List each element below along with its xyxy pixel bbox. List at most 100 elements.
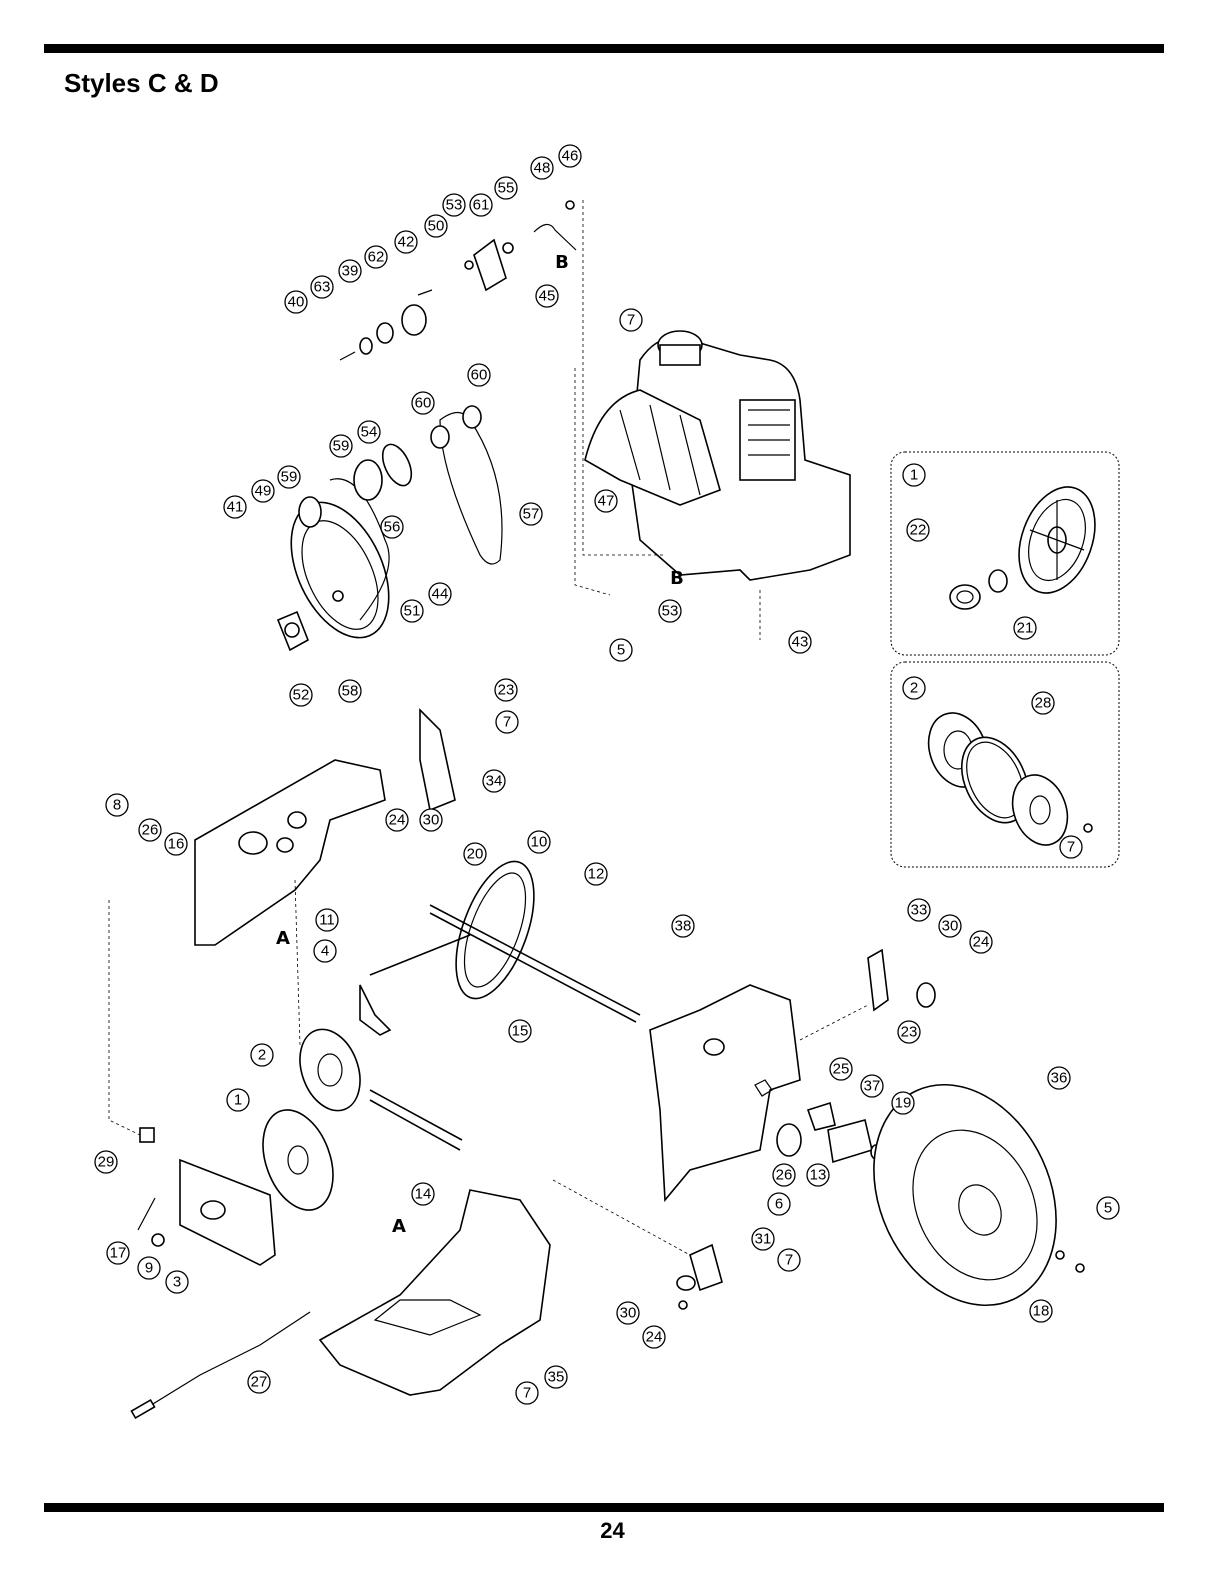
callout-44: 44 xyxy=(429,583,451,605)
callout-label: 7 xyxy=(1067,839,1075,856)
callout-2: 2 xyxy=(903,677,925,699)
callout-27: 27 xyxy=(248,1371,270,1393)
callout-37: 37 xyxy=(861,1075,883,1097)
callout-34: 34 xyxy=(483,770,505,792)
callout-label: 27 xyxy=(251,1374,268,1391)
callout-label: 48 xyxy=(534,160,551,177)
callout-label: 24 xyxy=(389,812,406,829)
callout-label: 3 xyxy=(173,1274,181,1291)
callout-label: 14 xyxy=(415,1186,432,1203)
callout-30: 30 xyxy=(939,915,961,937)
callout-3: 3 xyxy=(166,1271,188,1293)
callout-label: 55 xyxy=(498,180,515,197)
callout-24: 24 xyxy=(643,1326,665,1348)
callout-17: 17 xyxy=(107,1242,129,1264)
callout-label: 9 xyxy=(145,1260,153,1277)
callout-label: 39 xyxy=(342,263,359,280)
callout-52: 52 xyxy=(290,684,312,706)
callout-14: 14 xyxy=(412,1183,434,1205)
callout-label: 31 xyxy=(755,1231,772,1248)
callout-label: 30 xyxy=(423,812,440,829)
callout-51: 51 xyxy=(401,600,423,622)
callout-54: 54 xyxy=(358,421,380,443)
callout-label: 29 xyxy=(98,1154,115,1171)
callout-label: 49 xyxy=(255,483,272,500)
callout-18: 18 xyxy=(1030,1300,1052,1322)
callout-22: 22 xyxy=(907,519,929,541)
callout-49: 49 xyxy=(252,480,274,502)
callout-4: 4 xyxy=(314,940,336,962)
callout-60: 60 xyxy=(468,364,490,386)
callout-label: 59 xyxy=(333,438,350,455)
callout-label: 1 xyxy=(910,467,918,484)
callout-61: 61 xyxy=(470,194,492,216)
callout-2: 2 xyxy=(251,1044,273,1066)
callout-50: 50 xyxy=(425,215,447,237)
callout-23: 23 xyxy=(495,679,517,701)
callout-15: 15 xyxy=(509,1020,531,1042)
callout-label: 61 xyxy=(473,197,490,214)
callout-label: 11 xyxy=(319,912,335,929)
callout-36: 36 xyxy=(1048,1067,1070,1089)
callout-16: 16 xyxy=(165,833,187,855)
callout-label: 12 xyxy=(588,866,605,883)
callout-9: 9 xyxy=(138,1257,160,1279)
callout-label: 50 xyxy=(428,218,445,235)
callout-13: 13 xyxy=(807,1164,829,1186)
callout-59: 59 xyxy=(330,435,352,457)
callout-7: 7 xyxy=(1060,836,1082,858)
callout-label: 40 xyxy=(288,294,305,311)
callout-label: 63 xyxy=(314,279,331,296)
callout-label: 7 xyxy=(523,1385,531,1402)
callout-label: 23 xyxy=(901,1024,918,1041)
callout-28: 28 xyxy=(1032,692,1054,714)
callout-21: 21 xyxy=(1014,617,1036,639)
callout-30: 30 xyxy=(617,1302,639,1324)
callout-29: 29 xyxy=(95,1151,117,1173)
callout-label: 5 xyxy=(1104,1200,1112,1217)
callout-label: 58 xyxy=(342,683,359,700)
callout-40: 40 xyxy=(285,291,307,313)
lower-bracket xyxy=(677,1245,722,1309)
callout-label: 44 xyxy=(432,586,449,603)
callout-7: 7 xyxy=(496,711,518,733)
callout-label: 47 xyxy=(598,493,615,510)
callout-62: 62 xyxy=(365,246,387,268)
callout-19: 19 xyxy=(892,1092,914,1114)
callout-label: 24 xyxy=(973,934,990,951)
callout-31: 31 xyxy=(752,1228,774,1250)
callout-24: 24 xyxy=(970,931,992,953)
callout-label: 8 xyxy=(113,797,121,814)
callout-label: 30 xyxy=(620,1305,637,1322)
callout-label: 43 xyxy=(792,634,809,651)
callout-58: 58 xyxy=(339,680,361,702)
callout-26: 26 xyxy=(139,819,161,841)
callout-label: 53 xyxy=(446,197,463,214)
wheel xyxy=(839,1055,1090,1335)
ref-letter-a-housing: A xyxy=(392,1216,406,1237)
idler-assembly xyxy=(340,201,576,360)
callout-35: 35 xyxy=(545,1366,567,1388)
callout-20: 20 xyxy=(464,843,486,865)
callout-47: 47 xyxy=(595,490,617,512)
callout-6: 6 xyxy=(768,1193,790,1215)
callout-24: 24 xyxy=(386,809,408,831)
callout-label: 42 xyxy=(398,234,415,251)
callout-label: 23 xyxy=(498,682,515,699)
callout-label: 60 xyxy=(471,367,488,384)
engine xyxy=(585,331,850,580)
callout-label: 46 xyxy=(562,148,579,165)
callout-label: 33 xyxy=(911,902,928,919)
callout-label: 35 xyxy=(548,1369,565,1386)
callout-label: 20 xyxy=(467,846,484,863)
callout-10: 10 xyxy=(528,831,550,853)
callout-label: 26 xyxy=(142,822,159,839)
ref-letter-b-top: B xyxy=(555,252,569,273)
callout-48: 48 xyxy=(531,157,553,179)
callout-label: 26 xyxy=(776,1167,793,1184)
callout-1: 1 xyxy=(227,1089,249,1111)
callout-57: 57 xyxy=(520,503,542,525)
callout-45: 45 xyxy=(536,285,558,307)
callout-label: 25 xyxy=(833,1061,850,1078)
callout-label: 19 xyxy=(895,1095,912,1112)
